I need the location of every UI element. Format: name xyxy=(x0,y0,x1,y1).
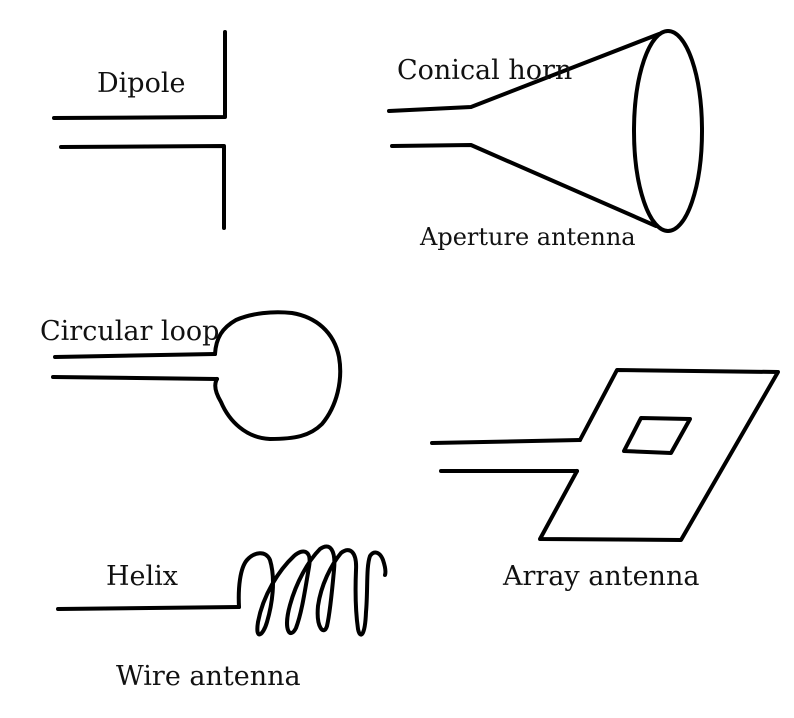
circular-loop-label: Circular loop xyxy=(40,316,219,347)
helix-label: Helix xyxy=(106,561,178,592)
conical-horn-antenna: Conical horn Aperture antenna xyxy=(387,29,704,251)
helix-feed xyxy=(56,605,241,611)
conical-horn-label: Conical horn xyxy=(397,55,572,86)
helix-coil xyxy=(236,544,388,637)
dipole-label: Dipole xyxy=(97,68,185,99)
array-panel-outline xyxy=(538,368,780,542)
horn-feed-lower xyxy=(390,143,658,228)
helix-antenna: Helix Wire antenna xyxy=(56,544,388,692)
dipole-antenna: Dipole xyxy=(52,30,227,230)
horn-feed-upper xyxy=(387,32,661,113)
array-feed-upper xyxy=(430,438,582,445)
loop-feed-upper xyxy=(53,352,217,359)
horn-aperture-ellipse xyxy=(632,29,704,233)
dipole-lower-arm xyxy=(59,144,226,230)
loop-feed-lower xyxy=(51,375,219,381)
array-element-square xyxy=(622,416,692,455)
array-antenna: Array antenna xyxy=(430,368,780,592)
wire-antenna-label: Wire antenna xyxy=(116,661,301,692)
array-antenna-label: Array antenna xyxy=(502,561,699,592)
loop-circle xyxy=(213,310,343,441)
circular-loop-antenna: Circular loop xyxy=(40,310,343,441)
dipole-upper-arm xyxy=(52,30,227,120)
aperture-antenna-label: Aperture antenna xyxy=(419,223,636,251)
